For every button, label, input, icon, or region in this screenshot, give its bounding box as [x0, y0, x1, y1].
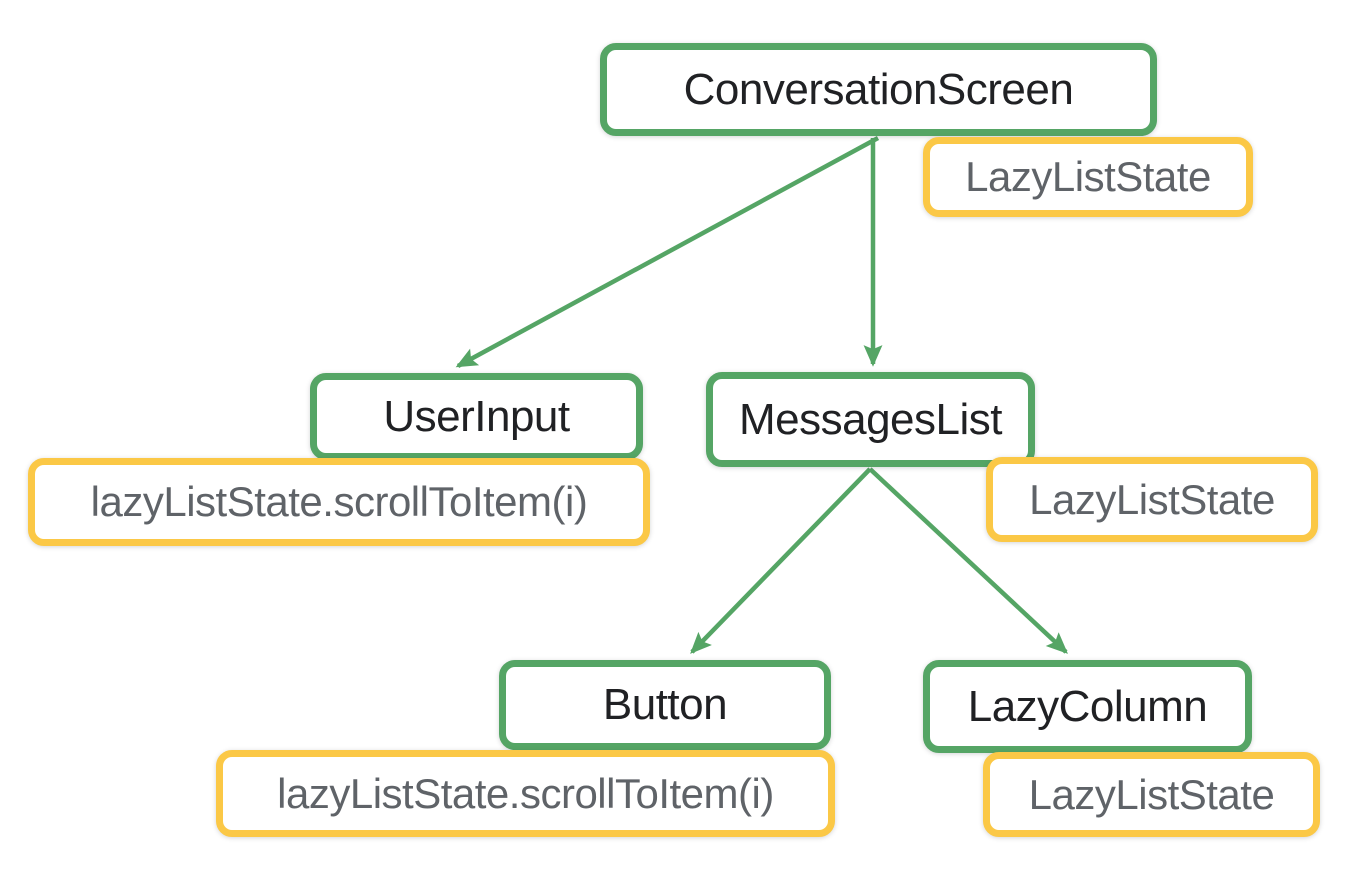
edge-messageslist-lazycolumn — [868, 467, 1068, 654]
badge-messages-list-state: LazyListState — [986, 457, 1318, 542]
badge-conversation-screen-state: LazyListState — [923, 137, 1253, 217]
badge-user-input-call: lazyListState.scrollToItem(i) — [28, 458, 650, 546]
node-messages-list-label: MessagesList — [738, 394, 1003, 444]
node-messages-list: MessagesList — [706, 372, 1035, 467]
node-conversation-screen-label: ConversationScreen — [683, 64, 1074, 114]
badge-lazy-column-state-label: LazyListState — [1028, 770, 1275, 818]
node-button-label: Button — [602, 680, 728, 729]
badge-user-input-call-label: lazyListState.scrollToItem(i) — [90, 478, 588, 525]
badge-button-call: lazyListState.scrollToItem(i) — [216, 750, 835, 837]
node-user-input-label: UserInput — [383, 391, 570, 441]
node-user-input: UserInput — [310, 373, 643, 460]
badge-lazy-column-state: LazyListState — [983, 752, 1320, 837]
badge-button-call-label: lazyListState.scrollToItem(i) — [277, 769, 774, 817]
badge-messages-list-state-label: LazyListState — [1029, 475, 1275, 523]
node-conversation-screen: ConversationScreen — [600, 43, 1157, 136]
edge-conversationscreen-userinput — [455, 136, 880, 368]
badge-conversation-screen-state-label: LazyListState — [965, 153, 1211, 200]
node-lazy-column: LazyColumn — [923, 660, 1252, 753]
edge-messageslist-button — [690, 467, 872, 654]
node-lazy-column-label: LazyColumn — [967, 681, 1208, 731]
node-button: Button — [499, 660, 831, 750]
